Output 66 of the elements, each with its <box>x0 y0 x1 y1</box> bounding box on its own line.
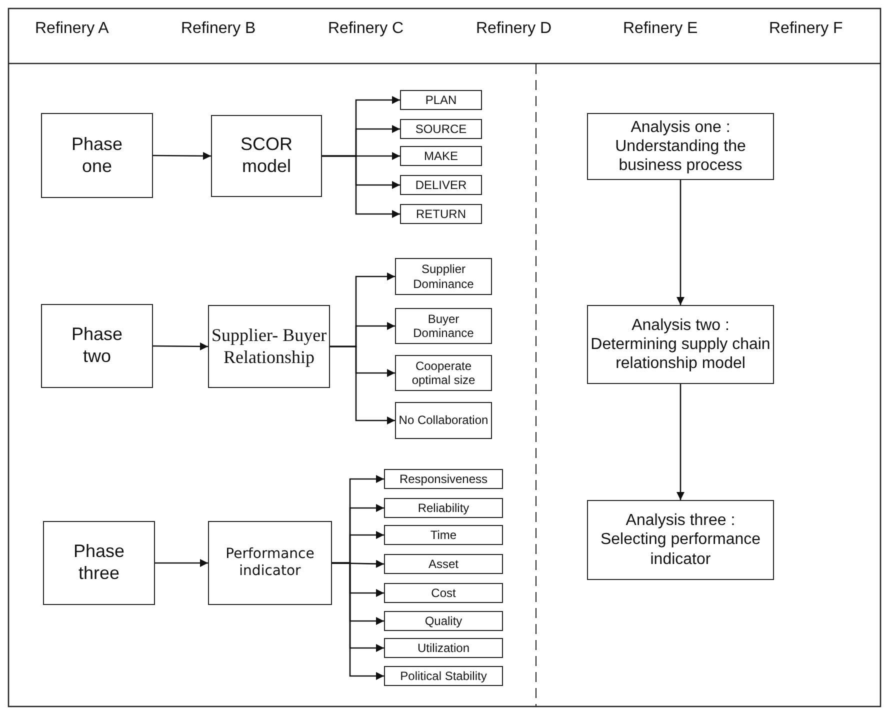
arrow <box>332 562 384 680</box>
process-box <box>41 304 153 388</box>
process-box <box>43 521 155 605</box>
process-box <box>384 525 503 545</box>
arrow <box>155 559 208 567</box>
box-label: Supplier Dominance <box>412 262 475 291</box>
box-label: Analysis three : Selecting performance indicator <box>599 511 762 569</box>
box-label: Cooperate optimal size <box>410 358 476 388</box>
box-label: SCOR model <box>239 134 294 178</box>
process-box <box>395 308 492 344</box>
process-box <box>384 611 503 631</box>
box-label: Analysis two : Determining supply chain relationship model <box>590 316 770 374</box>
process-box <box>384 498 503 518</box>
process-box <box>587 305 774 384</box>
process-box <box>384 583 503 603</box>
process-box <box>395 355 492 391</box>
column-heading: Refinery C <box>328 20 404 38</box>
box-label: PLAN <box>425 92 457 108</box>
box-label: Phase three <box>72 541 126 585</box>
box-label: No Collaboration <box>398 413 488 428</box>
box-label: RETURN <box>416 206 466 222</box>
box-label: Asset <box>428 556 458 572</box>
arrow <box>322 155 400 218</box>
box-label: Political Stability <box>400 668 487 684</box>
process-box <box>587 500 774 580</box>
arrow <box>676 180 684 305</box>
column-heading: Refinery E <box>623 20 698 38</box>
process-box <box>400 146 482 166</box>
process-box <box>384 469 503 489</box>
box-label: Supplier- Buyer Relationship <box>210 324 328 368</box>
process-box <box>400 90 482 110</box>
arrow <box>676 384 684 500</box>
process-box <box>587 113 774 180</box>
box-label: Quality <box>424 614 462 628</box>
column-heading: Refinery A <box>35 20 109 38</box>
box-label: Responsiveness <box>399 472 488 486</box>
column-heading: Refinery F <box>769 20 843 38</box>
box-label: Buyer Dominance <box>412 312 475 340</box>
column-heading: Refinery D <box>476 20 552 38</box>
arrow <box>153 342 208 350</box>
box-label: SOURCE <box>415 122 467 136</box>
box-label: Reliability <box>418 500 470 516</box>
process-box <box>208 305 330 388</box>
box-label: Phase one <box>70 134 124 178</box>
box-label: Time <box>430 528 457 542</box>
process-box <box>384 638 503 658</box>
box-label: MAKE <box>424 148 458 164</box>
box-label: DELIVER <box>415 178 467 192</box>
box-label: Utilization <box>417 640 470 656</box>
column-heading: Refinery B <box>181 20 256 38</box>
box-label: Analysis one : Understanding the business process <box>614 118 747 176</box>
process-box <box>400 119 482 139</box>
process-box <box>395 258 492 295</box>
process-box <box>211 115 322 197</box>
process-box <box>395 402 492 439</box>
process-box <box>384 554 503 574</box>
arrow <box>153 152 211 160</box>
process-box <box>384 666 503 686</box>
box-label: Performance indicator <box>224 546 316 580</box>
box-label: Cost <box>431 586 456 600</box>
arrow <box>330 346 395 424</box>
box-label: Phase two <box>70 324 124 368</box>
process-box <box>208 521 332 605</box>
process-box <box>41 113 153 198</box>
process-box <box>400 204 482 224</box>
process-box <box>400 175 482 195</box>
